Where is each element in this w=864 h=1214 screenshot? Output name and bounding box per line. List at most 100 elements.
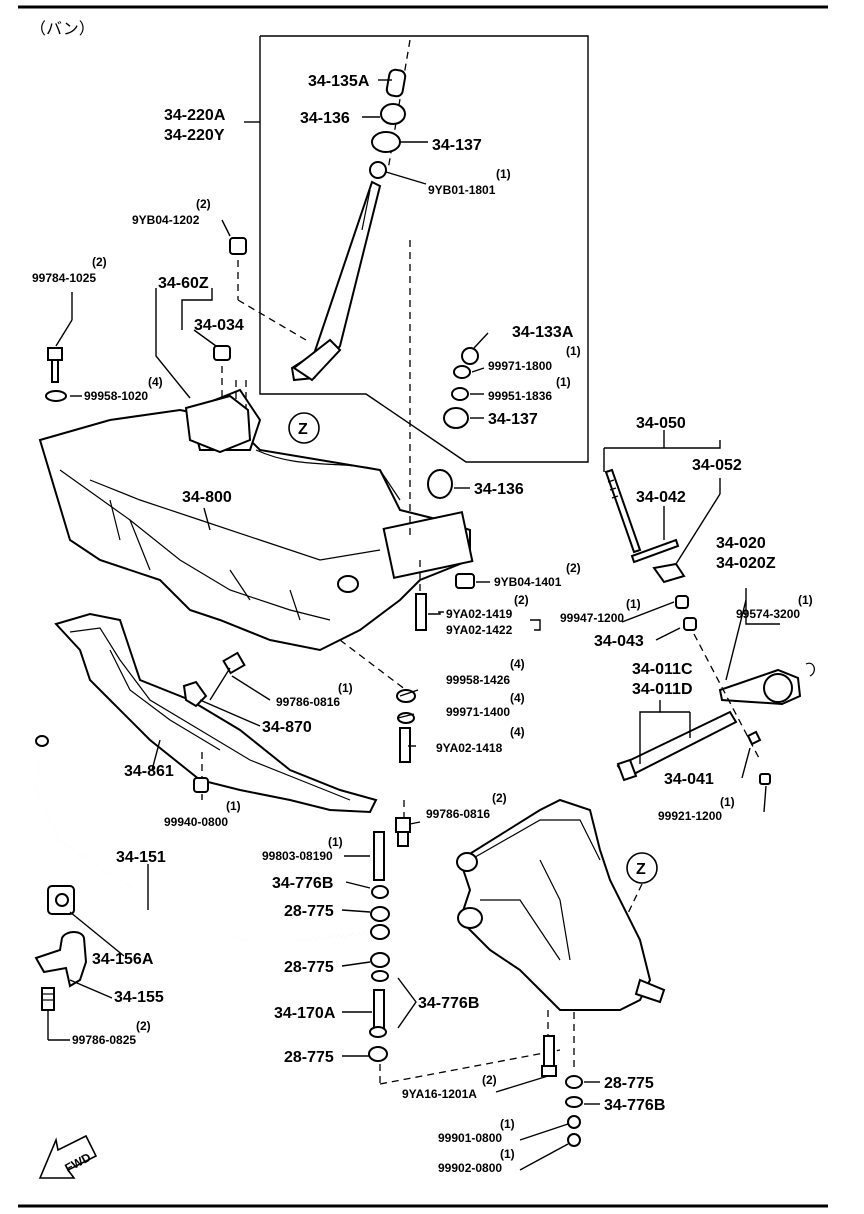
qty-99786-0816-lower: (2) [492, 791, 507, 805]
qty-9YA02-1418: (4) [510, 725, 525, 739]
label-34-861: 34-861 [124, 763, 174, 780]
label-34-136-upper: 34-136 [300, 110, 350, 127]
label-9YA02-1422: 9YA02-1422 [446, 623, 513, 637]
mount-parts-right[interactable] [339, 240, 479, 763]
reinforcement-34-861[interactable] [54, 612, 378, 814]
pin-34-041[interactable] [746, 730, 771, 785]
label-9YB04-1401: 9YB04-1401 [494, 575, 562, 589]
rod-34-042[interactable] [630, 538, 680, 564]
label-34-043: 34-043 [594, 633, 644, 650]
label-99784-1025: 99784-1025 [32, 271, 96, 285]
rod-34-050[interactable] [604, 468, 642, 554]
label-99940-0800: 99940-0800 [164, 815, 228, 829]
bolt-99786-0816-lower[interactable] [395, 800, 411, 847]
label-99574-3200: 99574-3200 [736, 607, 800, 621]
label-34-800: 34-800 [182, 489, 232, 506]
bolt-99786-0825[interactable] [41, 987, 55, 1011]
leader-lines [47, 79, 780, 1171]
label-34-220Y: 34-220Y [164, 127, 225, 144]
label-34-135A: 34-135A [308, 73, 370, 90]
label-34-776B-upper: 34-776B [272, 875, 333, 892]
callout-labels: 34-135A 34-136 34-137 (1) 9YB01-1801 34-… [32, 73, 813, 1175]
label-28-775-c: 28-775 [284, 1049, 334, 1066]
label-34-170A: 34-170A [274, 1005, 336, 1022]
qty-99958-1426: (4) [510, 657, 525, 671]
clamp-34-155[interactable] [34, 931, 88, 988]
label-34-011C: 34-011C [632, 661, 693, 678]
qty-99971-1400: (4) [510, 691, 525, 705]
label-99902-0800: 99902-0800 [438, 1161, 502, 1175]
qty-9YB04-1202: (2) [196, 197, 211, 211]
qty-99902-0800: (1) [500, 1147, 515, 1161]
lever-34-020[interactable] [718, 662, 815, 706]
mount-34-60Z[interactable] [184, 394, 252, 454]
shift-lever-inset-box [259, 35, 589, 463]
label-9YB01-1801: 9YB01-1801 [428, 183, 496, 197]
label-34-220A: 34-220A [164, 107, 226, 124]
svg-text:Z: Z [298, 421, 308, 438]
qty-99786-0816-upper: (1) [338, 681, 353, 695]
label-34-041: 34-041 [664, 771, 714, 788]
label-99901-0800: 99901-0800 [438, 1131, 502, 1145]
stabilizer-bar-34-151[interactable] [34, 735, 390, 942]
qty-99971-1800: (1) [566, 344, 581, 358]
label-34-020Z: 34-020Z [716, 555, 776, 572]
label-99803-08190: 99803-08190 [262, 849, 333, 863]
label-9YA02-1419: 9YA02-1419 [446, 607, 513, 621]
label-34-034: 34-034 [194, 317, 244, 334]
label-34-151: 34-151 [116, 849, 166, 866]
qty-99803-08190: (1) [328, 835, 343, 849]
label-99951-1836: 99951-1836 [488, 389, 552, 403]
nut-99940-0800[interactable] [193, 752, 209, 793]
label-28-775-b: 28-775 [284, 959, 334, 976]
label-34-042: 34-042 [636, 489, 686, 506]
label-99921-1200: 99921-1200 [658, 809, 722, 823]
bolt-99784-1025[interactable] [45, 347, 67, 402]
label-34-011D: 34-011D [632, 681, 693, 698]
label-34-137-upper: 34-137 [432, 137, 482, 154]
label-9YB04-1202: 9YB04-1202 [132, 213, 200, 227]
qty-99947-1200: (1) [626, 597, 641, 611]
label-34-870: 34-870 [262, 719, 312, 736]
label-99958-1426: 99958-1426 [446, 673, 510, 687]
label-99947-1200: 99947-1200 [560, 611, 624, 625]
label-34-776B-middle: 34-776B [418, 995, 479, 1012]
label-34-020: 34-020 [716, 535, 766, 552]
z-marker-upper: Z [288, 412, 320, 444]
label-34-052: 34-052 [692, 457, 742, 474]
fwd-arrow-icon: FWD [38, 1134, 98, 1179]
qty-9YA02-1419: (2) [514, 593, 529, 607]
bracket-34-052[interactable] [652, 562, 686, 584]
qty-9YB01-1801: (1) [496, 167, 511, 181]
label-99786-0816-lower: 99786-0816 [426, 807, 490, 821]
qty-99901-0800: (1) [500, 1117, 515, 1131]
label-34-156A: 34-156A [92, 951, 154, 968]
bushing-34-043[interactable] [675, 595, 761, 761]
link-stack[interactable] [368, 831, 561, 1085]
bolt-99786-0816-upper[interactable] [209, 651, 246, 701]
label-34-133A: 34-133A [512, 324, 574, 341]
qty-99958-1020: (4) [148, 375, 163, 389]
qty-99951-1836: (1) [556, 375, 571, 389]
steering-knuckle[interactable] [456, 798, 666, 1070]
label-28-775-a: 28-775 [284, 903, 334, 920]
qty-99784-1025: (2) [92, 255, 107, 269]
shaft-34-011C[interactable] [616, 710, 738, 782]
qty-9YB04-1401: (2) [566, 561, 581, 575]
nut-9YB04-1202[interactable] [229, 237, 307, 341]
label-34-136-lower: 34-136 [474, 481, 524, 498]
shift-lever-assembly[interactable] [290, 39, 411, 382]
label-99786-0825: 99786-0825 [72, 1033, 136, 1047]
bushing-34-156A[interactable] [47, 885, 75, 915]
label-34-050: 34-050 [636, 415, 686, 432]
crossmember-34-800[interactable] [38, 380, 474, 652]
svg-text:Z: Z [636, 861, 646, 878]
qty-99574-3200: (1) [798, 593, 813, 607]
label-34-60Z: 34-60Z [158, 275, 209, 292]
label-28-775-d: 28-775 [604, 1075, 654, 1092]
qty-99786-0825: (2) [136, 1019, 151, 1033]
label-9YA02-1418: 9YA02-1418 [436, 741, 503, 755]
knuckle-hardware[interactable] [541, 1035, 583, 1147]
label-99786-0816-upper: 99786-0816 [276, 695, 340, 709]
